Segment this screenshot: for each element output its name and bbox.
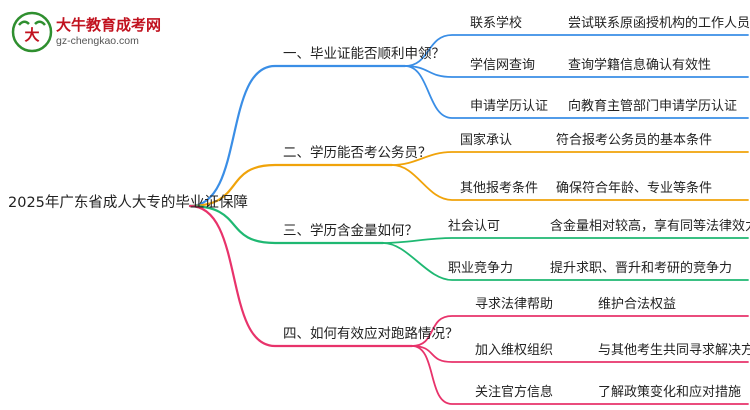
branch-4-leaf-3: 关注官方信息 bbox=[475, 384, 554, 400]
branch-1-leaf-1: 联系学校 bbox=[470, 15, 523, 31]
branch-2-leaf-1: 国家承认 bbox=[460, 132, 513, 148]
branch-3-leaf-1-connector bbox=[382, 237, 749, 244]
branch-1-leaf-1-connector bbox=[404, 34, 749, 67]
branch-3-topic: 三、学历含金量如何？ bbox=[283, 223, 418, 239]
bull-logo-icon: 大 bbox=[11, 11, 53, 53]
branch-2-connector bbox=[188, 163, 394, 208]
branch-1-detail-1: 尝试联系原函授机构的工作人员 bbox=[568, 15, 750, 31]
branch-3-leaf-1: 社会认可 bbox=[448, 218, 501, 234]
branch-2-detail-2: 确保符合年龄、专业等条件 bbox=[556, 180, 713, 196]
branch-4-leaf-2-connector bbox=[411, 345, 749, 363]
branch-2-leaf-2: 其他报考条件 bbox=[460, 180, 539, 196]
branch-1-leaf-3: 申请学历认证 bbox=[470, 98, 549, 114]
branch-1-topic: 一、毕业证能否顺利申领？ bbox=[283, 46, 445, 62]
branch-2-detail-1: 符合报考公务员的基本条件 bbox=[556, 132, 713, 148]
svg-text:大: 大 bbox=[24, 26, 39, 44]
branch-4-leaf-3-connector bbox=[411, 345, 749, 405]
branch-1-connector bbox=[188, 64, 407, 208]
branch-1-detail-2: 查询学籍信息确认有效性 bbox=[568, 57, 712, 73]
branch-4-connector bbox=[188, 204, 414, 348]
branch-3-detail-2: 提升求职、晋升和考研的竞争力 bbox=[550, 260, 733, 276]
branch-3-connector bbox=[188, 204, 385, 245]
branch-4-leaf-1: 寻求法律帮助 bbox=[475, 296, 554, 312]
branch-4-topic: 四、如何有效应对跑路情况？ bbox=[283, 326, 459, 342]
branch-4-detail-2: 与其他考生共同寻求解决方案 bbox=[598, 342, 750, 358]
branch-1-leaf-3-connector bbox=[404, 65, 749, 119]
logo-title: 大牛教育成考网 bbox=[56, 16, 162, 34]
branch-4-detail-3: 了解政策变化和应对措施 bbox=[598, 384, 742, 400]
branch-4-detail-1: 维护合法权益 bbox=[598, 296, 677, 312]
branch-2-leaf-1-connector bbox=[391, 151, 749, 166]
branch-1-detail-3: 向教育主管部门申请学历认证 bbox=[568, 98, 738, 114]
logo-site-url: gz-chengkao.com bbox=[56, 35, 139, 47]
branch-4-leaf-2: 加入维权组织 bbox=[475, 342, 554, 358]
branch-3-leaf-2-connector bbox=[382, 242, 749, 281]
branch-2-leaf-2-connector bbox=[391, 164, 749, 201]
branch-4-leaf-1-connector bbox=[411, 315, 749, 347]
branch-1-leaf-2-connector bbox=[404, 65, 749, 78]
branch-1-leaf-2: 学信网查询 bbox=[470, 57, 536, 73]
branch-2-topic: 二、学历能否考公务员？ bbox=[283, 145, 432, 161]
branch-3-leaf-2: 职业竞争力 bbox=[448, 260, 514, 276]
site-logo: 大 大牛教育成考网 gz-chengkao.com bbox=[10, 10, 180, 54]
branch-3-detail-1: 含金量相对较高，享有同等法律效力 bbox=[550, 218, 750, 234]
root-topic: 2025年广东省成人大专的毕业证保障 bbox=[8, 194, 248, 211]
